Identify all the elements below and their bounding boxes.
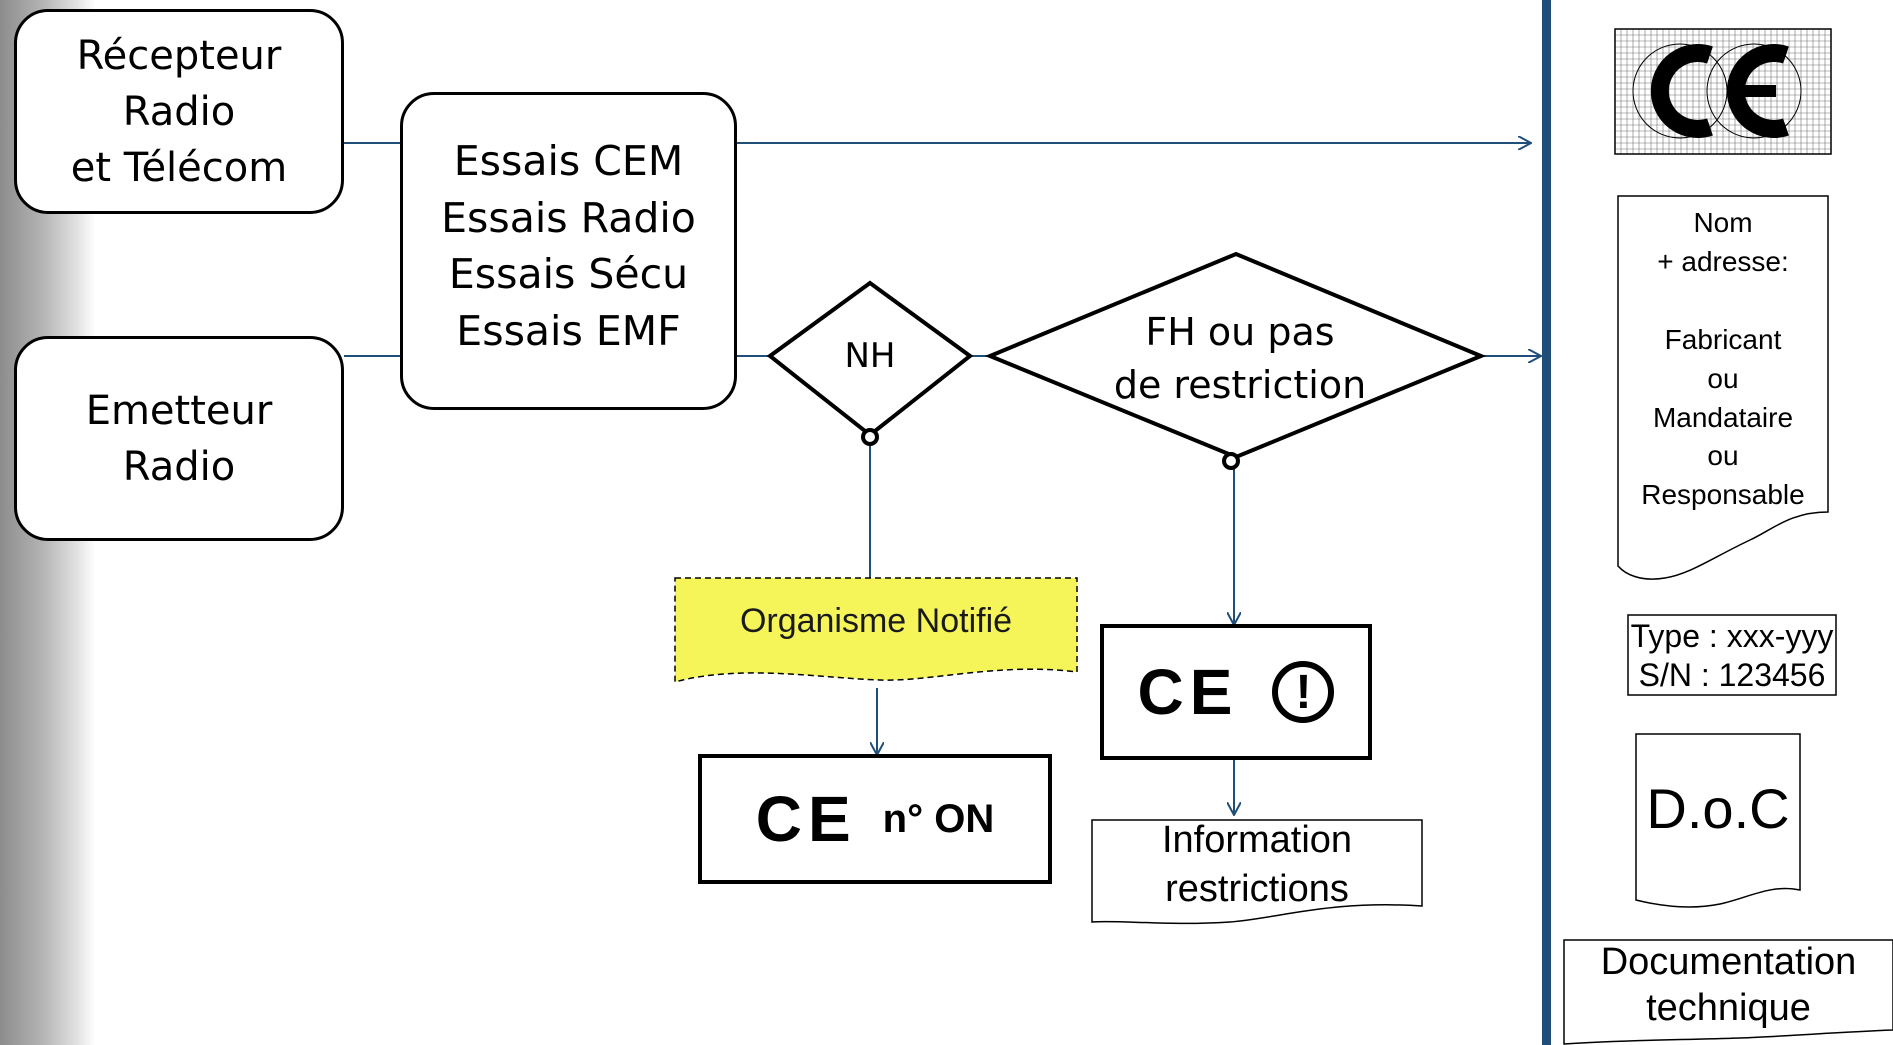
test-secu: Essais Sécu [448,250,689,299]
nh-diamond-dot [861,428,879,446]
test-emf: Essais EMF [456,306,681,355]
tech-doc-label: Documentation technique [1600,941,1857,1029]
test-radio: Essais Radio [441,193,696,242]
fh-label: FH ou pas de restriction [1113,310,1367,408]
name-address-shape [1617,195,1829,580]
type-sn-box [1627,614,1837,696]
fh-diamond-dot [1222,452,1240,470]
marking-divider [1542,0,1551,1045]
warning-exclamation-icon: ! [1272,661,1335,723]
test-cem: Essais CEM [453,137,684,185]
info-restrictions-shape [1091,819,1423,925]
ce-mark-icon: CE [1137,656,1239,728]
notified-body-label: Organisme Notifié [739,602,1013,640]
ce-on-box: CE n° ON [698,754,1052,884]
ce-warning-box: CE ! [1100,624,1372,760]
ce-mark-icon: CE [755,783,857,855]
receiver-node: Récepteur Radio et Télécom [14,9,344,214]
transmitter-node: Emetteur Radio [14,336,344,541]
tech-doc-shape [1563,939,1893,1045]
notified-body-shape [674,577,1078,683]
tests-node: Essais CEM Essais Radio Essais Sécu Essa… [400,92,737,410]
ce-on-label: n° ON [882,796,995,841]
type-label: Type : xxx-yyy [1630,618,1834,654]
doc-label: D.o.C [1646,777,1790,840]
ce-logo-grid-icon [1614,28,1832,155]
name-address-label: Nom + adresse: Fabricant ou Mandataire o… [1641,207,1805,511]
sn-label: S/N : 123456 [1638,657,1826,693]
info-restrictions-label: Information restrictions [1161,819,1353,911]
doc-shape [1635,733,1801,908]
nh-label: NH [844,336,896,376]
